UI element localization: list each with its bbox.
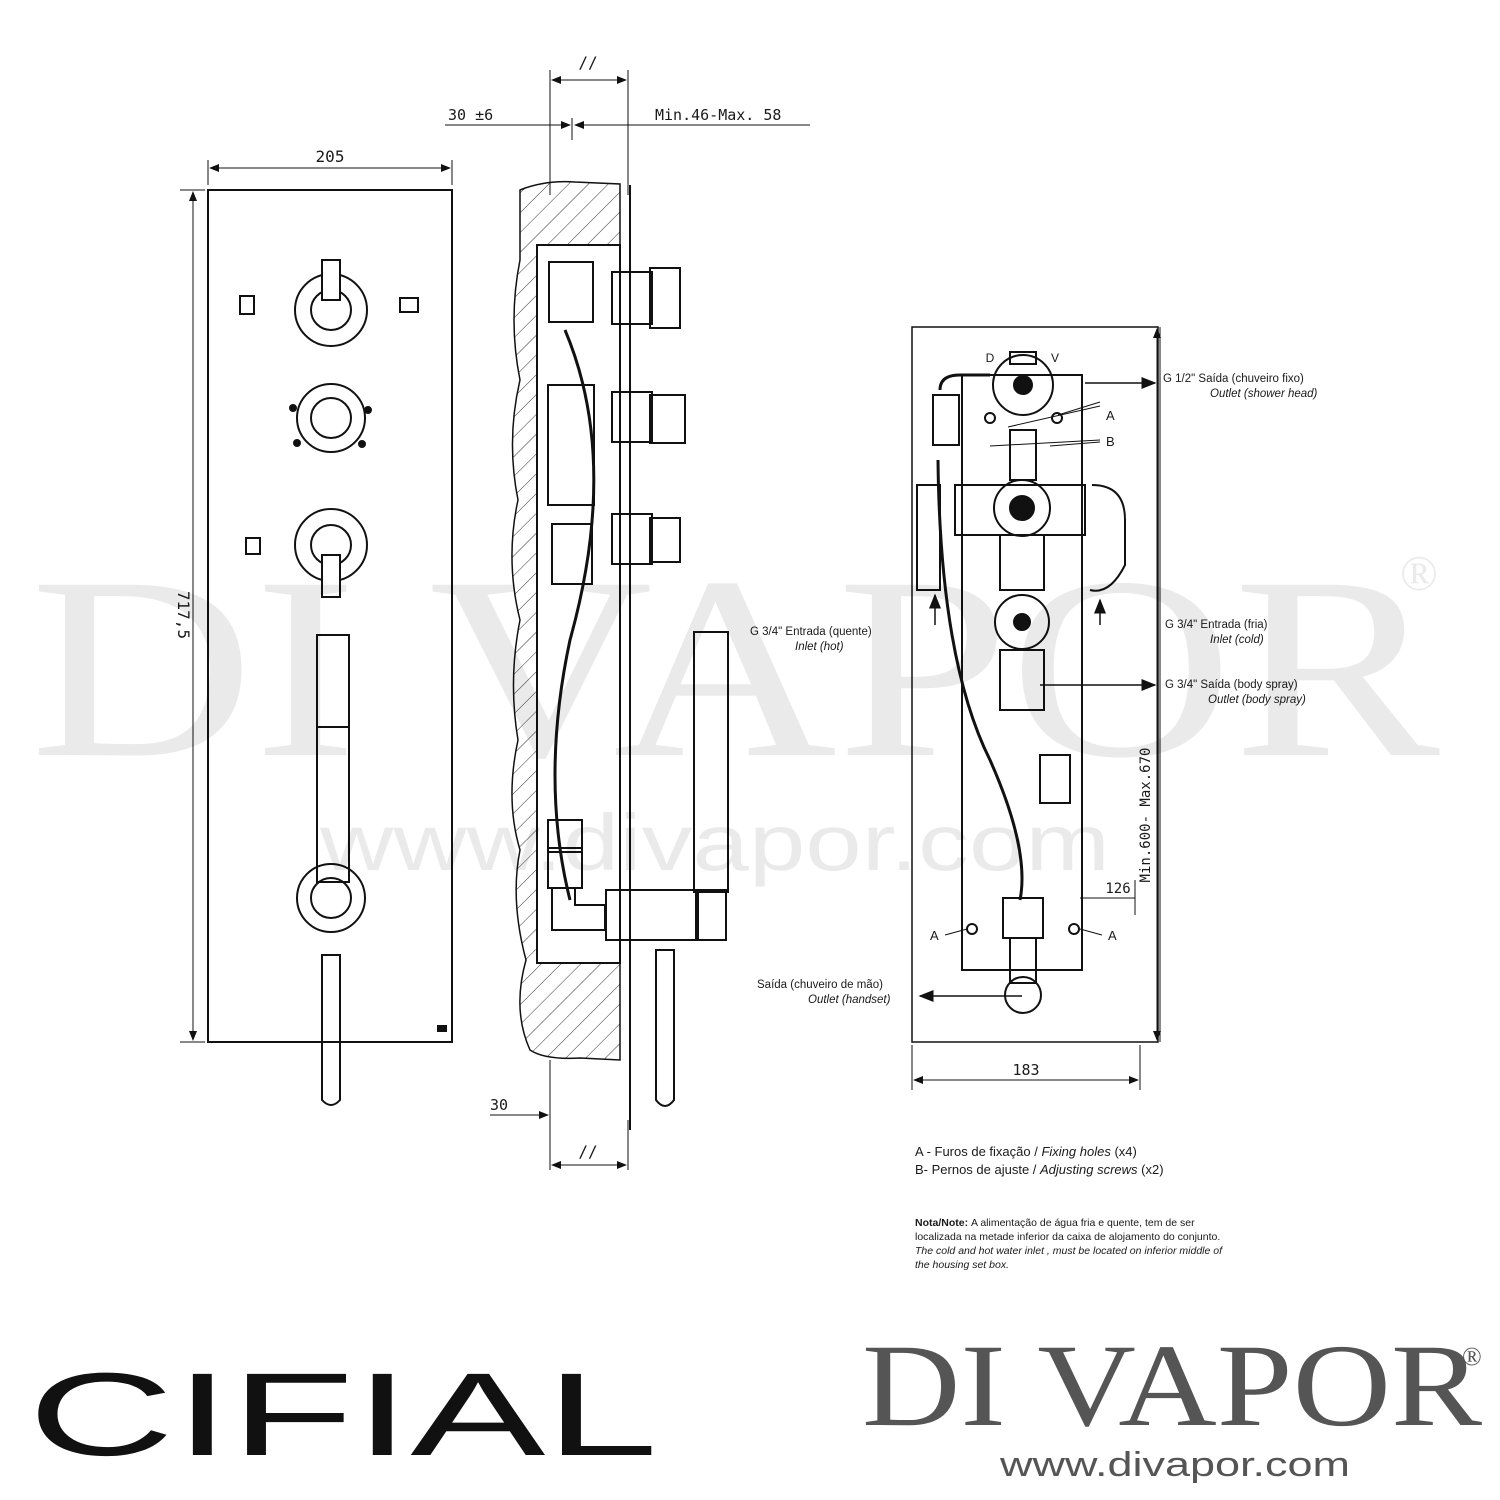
- note-line-4: the housing set box.: [915, 1259, 1009, 1271]
- handshower-icon: [245, 537, 261, 555]
- inlet-cold-pt: G 3/4" Entrada (fria): [1165, 619, 1268, 631]
- top-valve: [992, 354, 1054, 416]
- handshower-grip: [316, 726, 350, 883]
- thermostat-knob: [296, 383, 366, 453]
- divapor-url: www.divapor.com: [999, 1446, 1350, 1484]
- dim-break-bottom: //: [578, 1142, 597, 1161]
- rear-view: [911, 326, 1161, 1090]
- outlet-shower-head-en: Outlet (shower head): [1210, 388, 1318, 400]
- dim-depth-bottom: 30: [490, 1096, 508, 1114]
- outlet-handset-pt: Saída (chuveiro de mão): [757, 979, 883, 991]
- fixing-hole: [1068, 923, 1080, 935]
- legend-a: A - Furos de fixação / Fixing holes (x4): [915, 1144, 1137, 1159]
- fixing-hole: [984, 412, 996, 424]
- outlet-body-spray-en: Outlet (body spray): [1208, 694, 1306, 706]
- rear-hose: [936, 459, 1024, 901]
- hot-connector: [932, 394, 960, 446]
- note-line-2: localizada na metade inferior da caixa d…: [915, 1231, 1220, 1243]
- dim-height-front: 717,5: [174, 591, 193, 639]
- watermark-url: www.divapor.com: [319, 798, 1110, 887]
- overhead-shower-icon: [399, 297, 419, 313]
- watermark-registered: ®: [1400, 545, 1438, 601]
- front-panel: [207, 189, 453, 1043]
- cifial-logo: CIFIAL: [28, 1349, 658, 1481]
- shower-hose: [321, 954, 341, 1106]
- dim-break-top: //: [578, 53, 597, 72]
- inlet-cold-en: Inlet (cold): [1210, 634, 1264, 646]
- dim-box-height: Min.600- Max.670: [1138, 748, 1154, 883]
- note-line-1: Nota/Note: A alimentação de água fria e …: [915, 1217, 1195, 1229]
- handset-outlet: [1004, 976, 1042, 1014]
- label-v: V: [1051, 351, 1059, 365]
- label-a-top: A: [1106, 408, 1115, 423]
- dim-depth-range: Min.46-Max. 58: [655, 106, 781, 124]
- divapor-registered: ®: [1462, 1342, 1482, 1371]
- outlet-body-spray-pt: G 3/4" Saída (body spray): [1165, 679, 1298, 691]
- side-handshower: [693, 631, 729, 893]
- divapor-logo: DI VAPOR: [862, 1320, 1482, 1451]
- mounting-plate: [961, 374, 1083, 971]
- outlet-elbow: [605, 889, 697, 941]
- dim-inner-width: 126: [1105, 881, 1130, 897]
- watermark-brand: DI VAPOR: [30, 524, 1441, 812]
- label-b: B: [1106, 434, 1115, 449]
- fixed-shower-icon: [239, 295, 255, 315]
- note-line-3: The cold and hot water inlet , must be l…: [915, 1245, 1223, 1257]
- dim-depth-tolerance: 30 ±6: [448, 106, 493, 124]
- dim-box-width: 183: [1012, 1061, 1039, 1079]
- fixing-hole: [1051, 412, 1063, 424]
- dim-width-front: 205: [316, 147, 345, 166]
- outlet-shower-head-pt: G 1/2" Saída (chuveiro fixo): [1163, 373, 1304, 385]
- legend-b: B- Pernos de ajuste / Adjusting screws (…: [915, 1162, 1164, 1177]
- label-a-left: A: [930, 928, 939, 943]
- side-view: [445, 70, 810, 1170]
- inlet-hot-en: Inlet (hot): [795, 641, 844, 653]
- outlet-handset-en: Outlet (handset): [808, 994, 891, 1006]
- fixing-hole: [966, 923, 978, 935]
- handshower-holder: [296, 863, 366, 933]
- label-d: D: [986, 351, 995, 365]
- front-view: [180, 160, 453, 1106]
- inlet-hot-pt: G 3/4" Entrada (quente): [750, 626, 872, 638]
- label-a-right: A: [1108, 928, 1117, 943]
